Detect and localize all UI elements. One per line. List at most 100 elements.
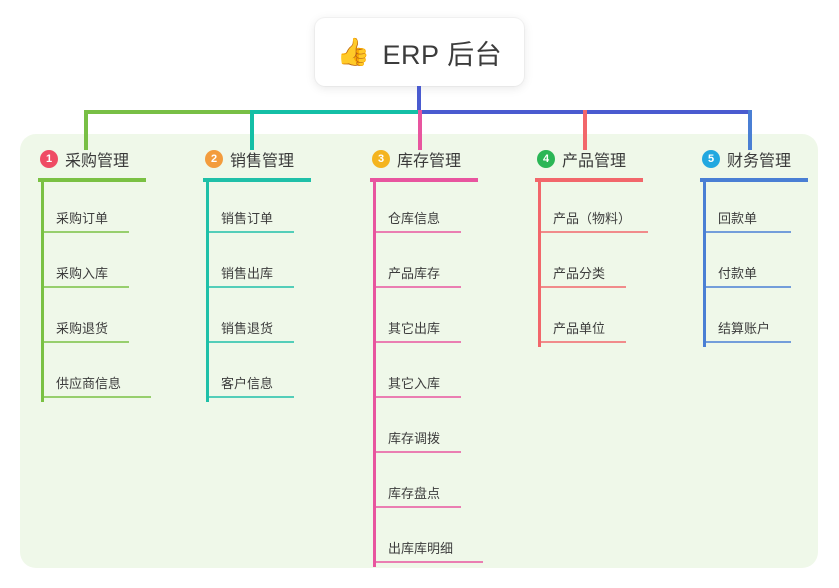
connector-bus-green (84, 110, 252, 114)
branch-column-2: 2 销售管理销售订单销售出库销售退货客户信息 (203, 146, 363, 402)
branch-number-badge: 4 (537, 150, 555, 168)
branch-item-underline (538, 231, 648, 233)
branch-item[interactable]: 销售出库 (203, 237, 363, 292)
branch-title: 销售管理 (230, 153, 295, 170)
branch-item[interactable]: 仓库信息 (370, 182, 530, 237)
branch-item-label: 产品（物料） (553, 211, 632, 226)
branch-item-underline (41, 231, 129, 233)
branch-underline (370, 178, 478, 182)
branch-item-underline (373, 286, 461, 288)
branch-item-underline (41, 341, 129, 343)
branch-item-underline (703, 286, 791, 288)
branch-item-underline (206, 341, 294, 343)
connector-bus-teal (250, 110, 420, 114)
connector-drop-2 (250, 110, 254, 150)
branch-item-underline (538, 341, 626, 343)
branch-header-3[interactable]: 3 库存管理 (370, 146, 530, 172)
branch-item-underline (41, 286, 129, 288)
branch-item-list: 产品（物料） 产品分类产品单位 (535, 182, 695, 347)
branch-column-1: 1 采购管理采购订单采购入库采购退货供应商信息 (38, 146, 198, 402)
branch-underline (203, 178, 311, 182)
branch-item-list: 销售订单销售出库销售退货客户信息 (203, 182, 363, 402)
branch-item-underline (703, 341, 791, 343)
branch-item-label: 销售退货 (221, 321, 274, 336)
branch-column-5: 5 财务管理回款单付款单结算账户 (700, 146, 839, 347)
connector-drop-5 (748, 110, 752, 150)
branch-item[interactable]: 出库库明细 (370, 512, 530, 567)
branch-item[interactable]: 供应商信息 (38, 347, 198, 402)
branch-item-underline (373, 451, 461, 453)
branch-spine (41, 182, 44, 402)
branch-item-label: 库存调拨 (388, 431, 441, 446)
branch-item-label: 产品分类 (553, 266, 606, 281)
branch-item[interactable]: 其它入库 (370, 347, 530, 402)
branch-item-label: 采购入库 (56, 266, 109, 281)
branch-spine (206, 182, 209, 402)
branch-header-1[interactable]: 1 采购管理 (38, 146, 198, 172)
branch-column-4: 4 产品管理产品（物料） 产品分类产品单位 (535, 146, 695, 347)
branch-item-label: 产品库存 (388, 266, 441, 281)
branch-item-label: 销售出库 (221, 266, 274, 281)
branch-item[interactable]: 回款单 (700, 182, 839, 237)
branch-item-list: 采购订单采购入库采购退货供应商信息 (38, 182, 198, 402)
branch-item-list: 仓库信息产品库存其它出库其它入库库存调拨库存盘点出库库明细 (370, 182, 530, 567)
branch-item[interactable]: 客户信息 (203, 347, 363, 402)
branch-item-underline (373, 231, 461, 233)
branch-number-badge: 3 (372, 150, 390, 168)
branch-item[interactable]: 采购退货 (38, 292, 198, 347)
branch-item[interactable]: 结算账户 (700, 292, 839, 347)
branch-item[interactable]: 库存盘点 (370, 457, 530, 512)
branch-title: 库存管理 (397, 153, 462, 170)
branch-item[interactable]: 付款单 (700, 237, 839, 292)
branch-spine (703, 182, 706, 347)
branch-item-label: 其它出库 (388, 321, 441, 336)
branch-item-label: 仓库信息 (388, 211, 441, 226)
branch-number-badge: 1 (40, 150, 58, 168)
branch-header-4[interactable]: 4 产品管理 (535, 146, 695, 172)
branch-item[interactable]: 产品分类 (535, 237, 695, 292)
root-node-erp-backend[interactable]: 👍 ERP 后台 (315, 18, 524, 86)
branch-item[interactable]: 其它出库 (370, 292, 530, 347)
branch-title: 采购管理 (65, 153, 130, 170)
branch-item[interactable]: 销售退货 (203, 292, 363, 347)
branch-item-label: 产品单位 (553, 321, 606, 336)
branch-spine (538, 182, 541, 347)
branch-header-5[interactable]: 5 财务管理 (700, 146, 839, 172)
branch-item-underline (206, 396, 294, 398)
branch-item-underline (41, 396, 151, 398)
branch-item-underline (703, 231, 791, 233)
connector-root-stem (417, 86, 421, 112)
branch-item-underline (373, 396, 461, 398)
branch-item[interactable]: 库存调拨 (370, 402, 530, 457)
branch-item[interactable]: 采购订单 (38, 182, 198, 237)
connector-drop-4 (583, 110, 587, 150)
branch-item[interactable]: 销售订单 (203, 182, 363, 237)
branch-item-underline (373, 341, 461, 343)
branch-item-underline (206, 286, 294, 288)
branch-item[interactable]: 产品库存 (370, 237, 530, 292)
branch-item-underline (206, 231, 294, 233)
branch-underline (700, 178, 808, 182)
branch-number-badge: 2 (205, 150, 223, 168)
root-node-label: ERP 后台 (382, 39, 503, 70)
branch-underline (535, 178, 643, 182)
branch-item-underline (373, 561, 483, 563)
branch-title: 产品管理 (562, 153, 627, 170)
branch-column-3: 3 库存管理仓库信息产品库存其它出库其它入库库存调拨库存盘点出库库明细 (370, 146, 530, 567)
branch-item[interactable]: 采购入库 (38, 237, 198, 292)
branch-title: 财务管理 (727, 153, 792, 170)
branch-item-underline (538, 286, 626, 288)
branch-item[interactable]: 产品单位 (535, 292, 695, 347)
branch-spine (373, 182, 376, 567)
branch-item-label: 销售订单 (221, 211, 274, 226)
connector-drop-3 (418, 110, 422, 150)
diagram-background-panel (20, 134, 818, 568)
branch-header-2[interactable]: 2 销售管理 (203, 146, 363, 172)
connector-drop-1 (84, 110, 88, 150)
branch-number-badge: 5 (702, 150, 720, 168)
thumbs-up-icon: 👍 (336, 36, 371, 67)
branch-item-underline (373, 506, 461, 508)
branch-item[interactable]: 产品（物料） (535, 182, 695, 237)
branch-item-label: 结算账户 (718, 321, 771, 336)
